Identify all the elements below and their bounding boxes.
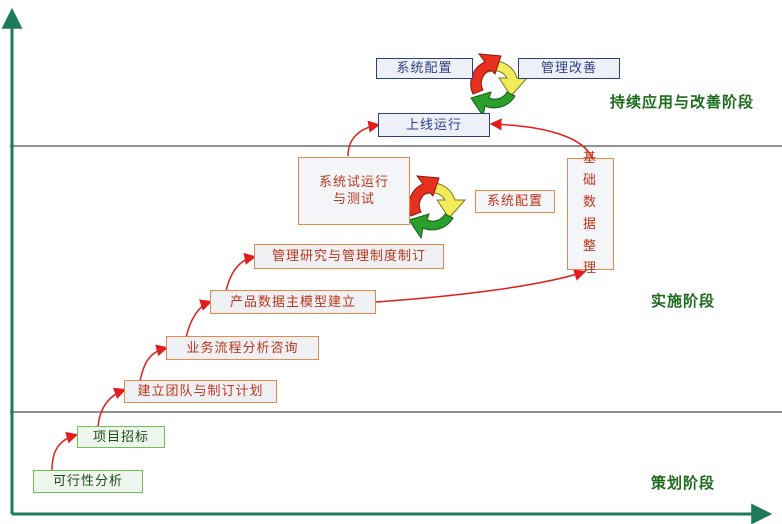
step-management-improvement: 管理改善	[518, 58, 620, 79]
step-base-data-cleanup: 基础数据整理	[567, 151, 614, 276]
step-go-live: 上线运行	[378, 113, 490, 137]
improvement-cycle-implementation	[408, 175, 467, 240]
arrow-feasibility-to-bidding	[51, 431, 79, 471]
arrow-basedata-to-golive	[489, 118, 593, 159]
arrow-trial-to-golive	[347, 120, 381, 157]
step-process-analysis: 业务流程分析咨询	[166, 336, 319, 360]
step-feasibility-label: 可行性分析	[52, 474, 123, 489]
arrow-model-to-basedata	[375, 269, 587, 303]
phase-label-continuous: 持续应用与改善阶段	[610, 93, 755, 111]
step-process-analysis-label: 业务流程分析咨询	[186, 340, 299, 356]
step-go-live-label: 上线运行	[405, 117, 462, 133]
arrow-bidding-to-team	[97, 387, 127, 427]
step-project-bidding: 项目招标	[77, 426, 165, 448]
step-trial-run-label: 系统试运行与测试	[318, 175, 389, 207]
phase-label-implementation: 实施阶段	[651, 292, 716, 310]
improvement-cycle-continuous	[470, 53, 529, 118]
step-management-research-label: 管理研究与管理制度制订	[271, 249, 426, 264]
step-system-config-continuous: 系统配置	[376, 58, 473, 79]
arrow-process-to-model	[185, 299, 213, 339]
step-team-and-plan: 建立团队与制订计划	[124, 380, 277, 403]
step-base-data-label: 基础数据整理	[582, 151, 598, 276]
step-management-research: 管理研究与管理制度制订	[254, 244, 444, 269]
phase-label-planning: 策划阶段	[651, 474, 716, 492]
step-config-impl-label: 系统配置	[486, 194, 543, 209]
step-config-cont-label: 系统配置	[396, 61, 453, 76]
step-master-model-label: 产品数据主模型建立	[229, 294, 356, 310]
arrow-model-to-management	[225, 252, 257, 292]
arrow-team-to-process	[139, 344, 169, 382]
step-system-config-implementation: 系统配置	[475, 190, 555, 213]
step-mgmt-improve-label: 管理改善	[540, 61, 597, 76]
step-bidding-label: 项目招标	[92, 429, 149, 445]
step-feasibility-analysis: 可行性分析	[33, 470, 143, 493]
step-trial-run-and-test: 系统试运行与测试	[298, 157, 410, 225]
step-master-data-model: 产品数据主模型建立	[210, 290, 376, 314]
step-team-plan-label: 建立团队与制订计划	[137, 384, 264, 399]
